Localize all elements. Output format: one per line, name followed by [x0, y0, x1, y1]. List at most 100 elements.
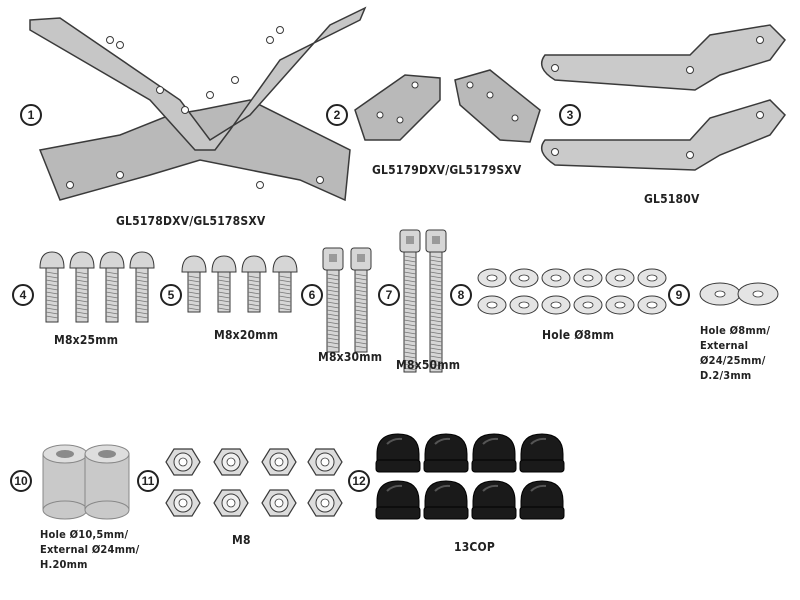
- washer-icon: [477, 268, 507, 288]
- thread-line: [326, 345, 340, 349]
- washer-icon: [605, 268, 635, 288]
- thread-line: [429, 319, 443, 323]
- item-label-6: M8x30mm: [318, 350, 383, 364]
- item-number-12: 12: [348, 470, 370, 492]
- nut-hole: [274, 457, 284, 467]
- thread-line: [403, 339, 417, 343]
- thread-line: [45, 307, 59, 311]
- thread-line: [105, 311, 119, 315]
- thread-line: [278, 279, 292, 283]
- thread-line: [429, 271, 443, 275]
- thread-line: [187, 283, 201, 287]
- dome-cap-icon: [423, 480, 469, 520]
- thread-line: [326, 309, 340, 313]
- bolt-head: [241, 255, 267, 273]
- mounting-hole: [511, 114, 519, 122]
- item-label-9-line-3: D.2/3mm: [700, 369, 752, 382]
- washer-icon: [477, 295, 507, 315]
- cap-rim: [375, 459, 421, 473]
- thread-line: [429, 279, 443, 283]
- thread-line: [354, 333, 368, 337]
- thread-line: [45, 315, 59, 319]
- thread-line: [187, 307, 201, 311]
- thread-line: [403, 311, 417, 315]
- thread-line: [75, 295, 89, 299]
- item-number-2: 2: [326, 104, 348, 126]
- thread-line: [403, 283, 417, 287]
- button-head-bolt-icon: [39, 251, 65, 323]
- item-label-4: M8x25mm: [54, 333, 119, 347]
- socket-head-bolt-icon: [350, 247, 372, 353]
- thread-line: [247, 299, 261, 303]
- thread-line: [354, 317, 368, 321]
- cap-rim: [471, 459, 517, 473]
- thread-line: [326, 317, 340, 321]
- thread-line: [403, 295, 417, 299]
- thread-line: [45, 291, 59, 295]
- thread-line: [326, 293, 340, 297]
- thread-line: [135, 315, 149, 319]
- thread-line: [403, 319, 417, 323]
- item-label-11: M8: [232, 533, 251, 547]
- dome-cap-icon: [471, 480, 517, 520]
- thread-line: [278, 307, 292, 311]
- thread-line: [135, 279, 149, 283]
- washer-icon: [605, 295, 635, 315]
- thread-line: [135, 311, 149, 315]
- mounting-hole: [756, 36, 764, 44]
- thread-line: [45, 295, 59, 299]
- spacer-icon: [42, 444, 88, 520]
- socket-head-bolt-icon: [322, 247, 344, 353]
- thread-line: [403, 259, 417, 263]
- cap-highlight: [434, 484, 451, 492]
- thread-line: [247, 275, 261, 279]
- thread-line: [326, 277, 340, 281]
- dome-cap-icon: [471, 433, 517, 473]
- thread-line: [429, 315, 443, 319]
- thread-line: [403, 347, 417, 351]
- thread-line: [354, 273, 368, 277]
- thread-line: [75, 303, 89, 307]
- thread-line: [429, 311, 443, 315]
- thread-line: [247, 287, 261, 291]
- item-label-10-line-3: H.20mm: [40, 558, 88, 571]
- dome-cap-icon: [375, 480, 421, 520]
- lock-nut-icon: [261, 448, 297, 476]
- cap-highlight: [386, 437, 403, 445]
- button-head-bolt-icon: [211, 255, 237, 313]
- thread-line: [429, 367, 443, 371]
- thread-line: [326, 333, 340, 337]
- lock-nut-icon: [307, 489, 343, 517]
- thread-line: [403, 299, 417, 303]
- lock-nut-icon: [165, 489, 201, 517]
- thread-line: [403, 279, 417, 283]
- spacer-icon: [84, 444, 130, 520]
- thread-line: [429, 327, 443, 331]
- thread-line: [403, 351, 417, 355]
- mounting-hole: [411, 81, 419, 89]
- thread-line: [217, 303, 231, 307]
- thread-line: [105, 275, 119, 279]
- bolt-head: [272, 255, 298, 273]
- mounting-hole: [181, 106, 189, 114]
- angle-bracket-right: [454, 69, 541, 143]
- thread-line: [429, 263, 443, 267]
- thread-line: [326, 313, 340, 317]
- thread-line: [403, 255, 417, 259]
- thread-line: [429, 359, 443, 363]
- cap-dome: [520, 433, 564, 465]
- cap-highlight: [482, 484, 499, 492]
- thread-line: [217, 299, 231, 303]
- button-head-bolt-icon: [181, 255, 207, 313]
- thread-line: [135, 307, 149, 311]
- thread-line: [278, 283, 292, 287]
- thread-line: [429, 259, 443, 263]
- thread-line: [105, 307, 119, 311]
- thread-line: [326, 321, 340, 325]
- large-washer-icon: [699, 282, 741, 306]
- x-bracket-icon: [29, 6, 367, 202]
- item-number-10: 10: [10, 470, 32, 492]
- thread-line: [354, 289, 368, 293]
- mounting-hole: [231, 76, 239, 84]
- thread-line: [354, 293, 368, 297]
